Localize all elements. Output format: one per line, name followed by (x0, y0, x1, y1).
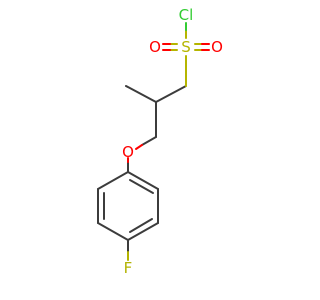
bond-c2-methyl (125, 85, 157, 103)
hetero-bonds (127, 22, 210, 261)
ring-bond-3 (127, 222, 159, 241)
atom-label-f: F (124, 259, 133, 277)
ring-bond-6 (97, 171, 129, 190)
bond-c3-o-carbon-half (141, 136, 157, 146)
ring-double-bond-1 (129, 179, 154, 194)
bond-c1-c2 (155, 85, 187, 103)
atom-label-cl: Cl (179, 6, 194, 24)
atom-label-o-ether: O (122, 143, 134, 161)
bond-c3-o-oxygen-half (135, 144, 143, 150)
carbon-bonds (97, 85, 187, 253)
molecule-structure: Cl S O O O F (97, 6, 223, 277)
atom-labels: Cl S O O O F (122, 6, 223, 277)
atom-label-o-left: O (149, 38, 161, 56)
ring-bond-4 (97, 222, 129, 241)
atom-label-s: S (181, 38, 191, 56)
ring-bond-1 (127, 171, 159, 190)
atom-label-o-right: O (211, 38, 223, 56)
ring-double-bond-2 (129, 218, 153, 233)
